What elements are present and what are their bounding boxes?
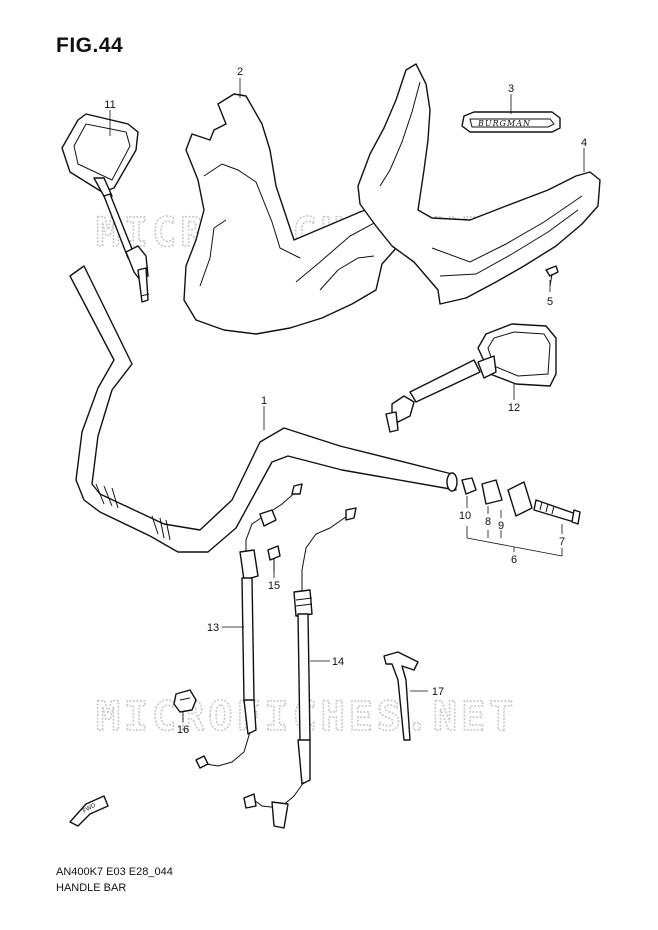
bar-end-part-7 <box>533 499 577 523</box>
emblem-text: BURGMAN <box>477 119 531 128</box>
clip-part-16 <box>173 689 197 713</box>
bar-end-part-9 <box>507 481 533 517</box>
callout-11: 11 <box>104 99 115 111</box>
callout-15: 15 <box>268 580 280 592</box>
callout-17: 17 <box>432 686 444 698</box>
cable-part-13 <box>195 483 303 769</box>
callout-6: 6 <box>511 554 517 566</box>
emblem-badge: BURGMAN <box>461 111 561 133</box>
figure-title: FIG.44 <box>56 34 124 57</box>
fwd-arrow-icon: FWD <box>69 795 109 827</box>
mirror-right <box>385 323 557 433</box>
callout-14: 14 <box>332 656 344 668</box>
mirror-left <box>61 113 150 303</box>
callout-3: 3 <box>508 83 514 95</box>
callout-13: 13 <box>207 622 219 634</box>
callout-1: 1 <box>261 395 267 407</box>
handlebar <box>69 265 458 553</box>
bar-end-part-10 <box>461 477 477 495</box>
callout-4: 4 <box>581 137 587 149</box>
callout-8: 8 <box>485 516 491 528</box>
callout-12: 12 <box>508 402 520 414</box>
front-outer-panel <box>357 63 601 305</box>
holder-part-17 <box>383 651 419 741</box>
screw-part-5 <box>545 265 559 287</box>
callout-2: 2 <box>237 66 243 78</box>
cable-part-14 <box>243 507 357 829</box>
leader-lines <box>109 78 585 722</box>
callout-10: 10 <box>459 510 471 522</box>
model-code: AN400K7 E03 E28_044 <box>56 866 173 878</box>
callout-7: 7 <box>559 536 565 548</box>
bar-end-part-8 <box>481 479 503 505</box>
callout-labels: 1 2 3 4 5 6 7 8 9 10 11 12 13 14 15 16 1… <box>104 66 587 736</box>
clamp-part-15 <box>267 545 281 572</box>
bar-end-assembly <box>461 477 581 525</box>
front-inner-panel <box>183 93 411 335</box>
callout-9: 9 <box>498 520 504 532</box>
figure-name: HANDLE BAR <box>56 882 127 894</box>
callout-5: 5 <box>547 296 553 308</box>
callout-16: 16 <box>177 724 189 736</box>
